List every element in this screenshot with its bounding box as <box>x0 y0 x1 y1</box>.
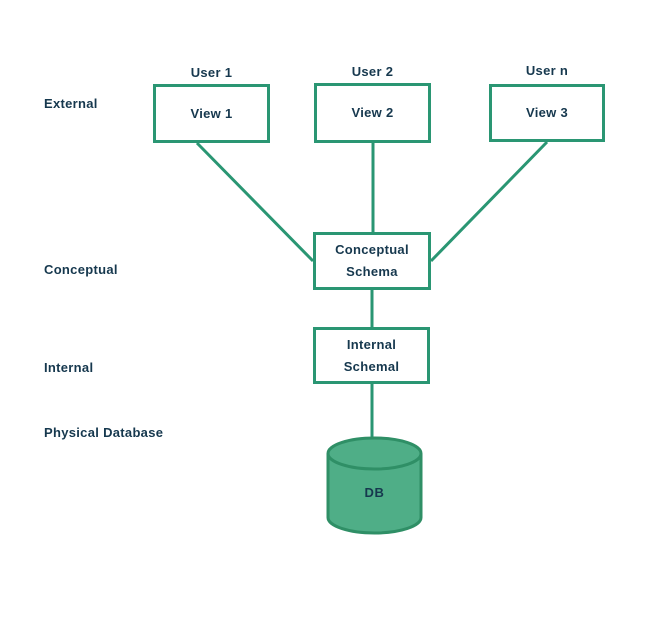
layer-label-internal: Internal <box>44 360 94 375</box>
view1-label: View 1 <box>190 105 233 121</box>
conceptual-schema-label-line2: Schema <box>346 264 398 279</box>
connector-view1-to-conceptual <box>195 141 315 263</box>
db-cylinder-body <box>326 453 423 535</box>
view2-box: View 2 <box>314 83 431 143</box>
user1-label: User 1 <box>190 65 233 80</box>
conceptual-schema-box: Conceptual Schema <box>313 232 431 290</box>
view3-label: View 3 <box>525 105 569 120</box>
user2-label: User 2 <box>351 64 394 79</box>
internal-schema-box: Internal Schemal <box>313 327 430 384</box>
view2-label: View 2 <box>351 105 394 120</box>
db-label: DB <box>364 485 385 500</box>
view1-box: View 1 <box>153 84 270 143</box>
internal-schema-label-line2: Schemal <box>343 358 400 374</box>
usern-label: User n <box>525 63 569 78</box>
internal-schema-label-line1: Internal <box>346 336 397 352</box>
connector-view3-to-conceptual <box>429 140 549 263</box>
conceptual-schema-label-line1: Conceptual <box>335 242 409 257</box>
layer-label-external: External <box>44 96 98 111</box>
db-cylinder-top <box>326 436 423 471</box>
layer-label-conceptual: Conceptual <box>44 262 118 277</box>
view3-box: View 3 <box>489 84 605 142</box>
layer-label-physical-database: Physical Database <box>44 425 164 440</box>
